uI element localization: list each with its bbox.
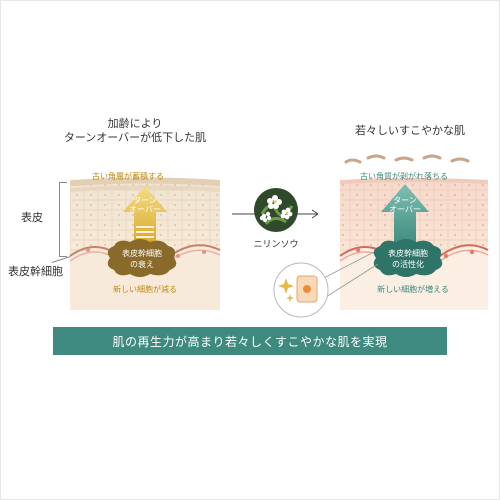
right-top-label: 古い角質が剥がれ落ちる bbox=[360, 172, 448, 181]
right-skin-panel bbox=[273, 154, 489, 318]
left-skin-panel bbox=[69, 170, 221, 310]
epidermis-bracket bbox=[59, 182, 67, 257]
nirinso-flower-image bbox=[254, 188, 298, 232]
left-bottom-label: 新しい細胞が減る bbox=[113, 285, 177, 294]
right-title: 若々しいすこやかな肌 bbox=[355, 124, 465, 137]
stem-cell-label: 表皮幹細胞 bbox=[8, 265, 63, 278]
banner-text: 肌の再生力が高まり若々しくすこやかな肌を実現 bbox=[112, 334, 388, 349]
right-bottom-label: 新しい細胞が増える bbox=[377, 285, 449, 294]
left-top-label: 古い角層が蓄積する bbox=[92, 172, 164, 181]
right-cell-label: 表皮幹細胞 の活性化 bbox=[388, 249, 428, 269]
left-title: 加齢により ターンオーバーが低下した肌 bbox=[63, 117, 207, 144]
plant-label: ニリンソウ bbox=[253, 240, 299, 250]
epidermis-label: 表皮 bbox=[21, 211, 43, 224]
conclusion-banner: 肌の再生力が高まり若々しくすこやかな肌を実現 bbox=[53, 327, 447, 355]
right-arrow-text: ターン オーバー bbox=[389, 196, 421, 214]
left-arrow-text: ターン オーバー bbox=[129, 196, 161, 214]
left-cell-label: 表皮幹細胞 の衰え bbox=[122, 249, 162, 269]
